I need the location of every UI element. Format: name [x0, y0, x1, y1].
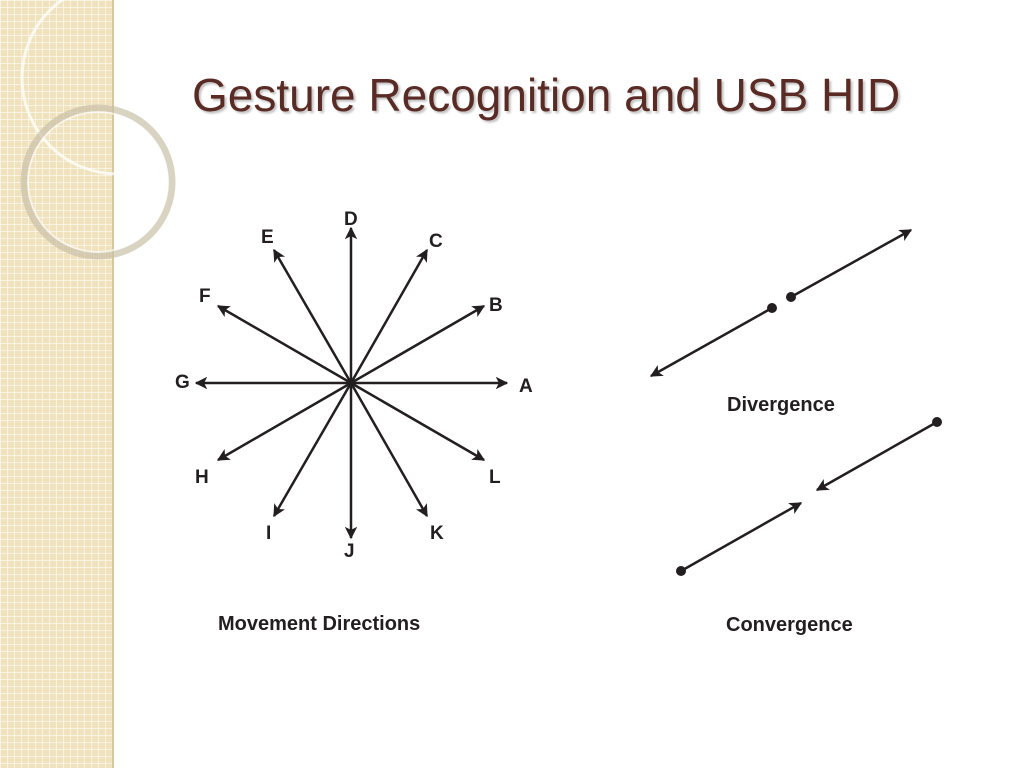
label-h: H [195, 467, 209, 488]
convergence-caption: Convergence [726, 614, 853, 636]
divergence-figure [649, 228, 913, 378]
label-b: B [489, 295, 503, 316]
divergence-arrow-left [649, 306, 773, 378]
arrow-i [272, 382, 353, 518]
label-e: E [261, 227, 274, 248]
sidebar-divider [112, 0, 114, 768]
label-g: G [175, 372, 190, 393]
arrow-l [350, 381, 486, 462]
divergence-arrow-right [790, 228, 913, 299]
convergence-point-lower [676, 566, 686, 576]
arrow-k [349, 382, 429, 518]
arrow-c [349, 248, 429, 384]
label-i: I [266, 523, 271, 544]
deco-circle-small-inner [27, 111, 169, 253]
deco-circle-small [20, 104, 176, 260]
convergence-arrow-upper [815, 420, 938, 492]
movement-directions-caption: Movement Directions [218, 613, 420, 635]
arrow-h [216, 381, 352, 462]
label-j: J [344, 541, 355, 562]
divergence-point-left [767, 303, 777, 313]
label-l: L [489, 467, 501, 488]
arrow-e [272, 248, 353, 384]
convergence-figure [676, 417, 942, 576]
divergence-point-right [786, 292, 796, 302]
deco-circle-large [20, 0, 216, 176]
arrow-f [216, 304, 352, 385]
arrow-b [350, 304, 486, 385]
movement-directions-star [194, 226, 509, 540]
decorative-sidebar [0, 0, 114, 768]
divergence-caption: Divergence [727, 394, 835, 416]
convergence-arrow-lower [680, 501, 803, 573]
label-k: K [430, 523, 444, 544]
label-f: F [199, 286, 211, 307]
label-d: D [344, 209, 358, 230]
label-a: A [519, 376, 533, 397]
label-c: C [429, 231, 443, 252]
convergence-point-upper [932, 417, 942, 427]
slide-title: Gesture Recognition and USB HID [192, 69, 901, 121]
